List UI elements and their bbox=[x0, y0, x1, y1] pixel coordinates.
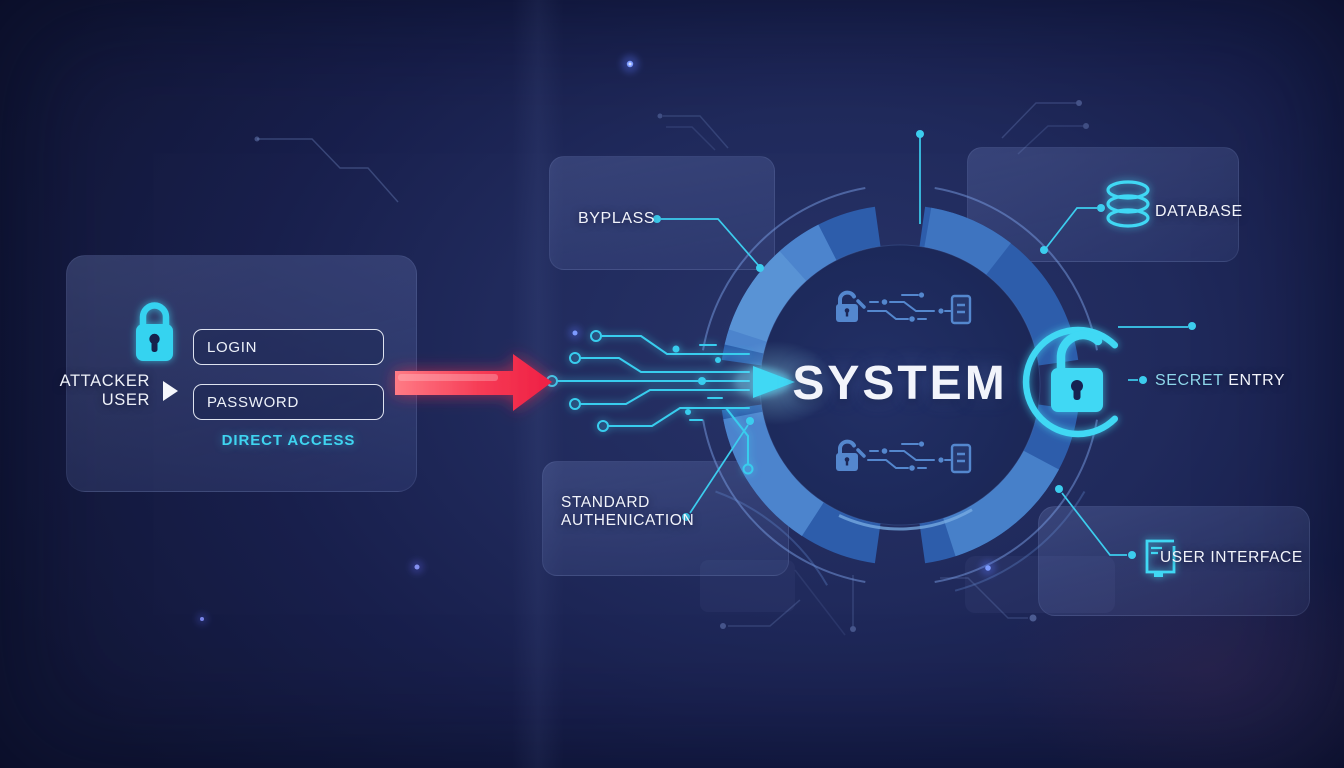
attacker-line2: USER bbox=[101, 391, 150, 409]
standard-auth-line2: AUTHENICATION bbox=[561, 511, 695, 529]
system-title: SYSTEM bbox=[792, 357, 1008, 410]
attacker-line1: ATTACKER bbox=[59, 372, 150, 390]
standard-auth-label: STANDARD AUTHENICATION bbox=[561, 494, 694, 529]
system-inner-row-top bbox=[836, 290, 972, 325]
lock-icon bbox=[136, 302, 173, 361]
document-icon bbox=[950, 294, 972, 325]
entry-word: ENTRY bbox=[1228, 372, 1286, 389]
database-label: DATABASE bbox=[1155, 203, 1243, 220]
lock-icon bbox=[836, 290, 866, 322]
password-field[interactable] bbox=[193, 384, 384, 420]
database-card bbox=[967, 147, 1239, 262]
secret-word: SECRET bbox=[1155, 372, 1224, 389]
attacker-card bbox=[66, 255, 417, 492]
direct-access-label: DIRECT ACCESS bbox=[221, 432, 356, 449]
red-arrow-icon bbox=[395, 354, 552, 411]
window-icon bbox=[1145, 539, 1176, 577]
user-interface-label: USER INTERFACE bbox=[1160, 549, 1303, 566]
circuit-burst bbox=[546, 330, 754, 475]
secret-entry-label: SECRET ENTRY bbox=[1155, 372, 1285, 390]
cyan-arrow-icon bbox=[734, 366, 795, 398]
byplass-card bbox=[549, 156, 775, 270]
decor-rect bbox=[700, 560, 795, 612]
attacker-user-label: ATTACKER USER bbox=[50, 372, 150, 410]
system-inner-row-bottom bbox=[836, 439, 972, 474]
circuit-icon bbox=[867, 292, 952, 322]
background-circuit-decor bbox=[254, 100, 1089, 636]
database-icon bbox=[1106, 180, 1150, 228]
circuit-icon bbox=[867, 441, 952, 471]
lock-icon bbox=[836, 439, 866, 471]
document-icon bbox=[950, 443, 972, 474]
play-icon bbox=[163, 381, 178, 401]
standard-auth-line1: STANDARD bbox=[561, 494, 650, 511]
byplass-label: BYPLASS bbox=[578, 210, 656, 227]
login-field[interactable] bbox=[193, 329, 384, 365]
connector-lines bbox=[653, 130, 1196, 559]
unlock-icon bbox=[1022, 326, 1119, 438]
glow-dots bbox=[196, 55, 996, 625]
